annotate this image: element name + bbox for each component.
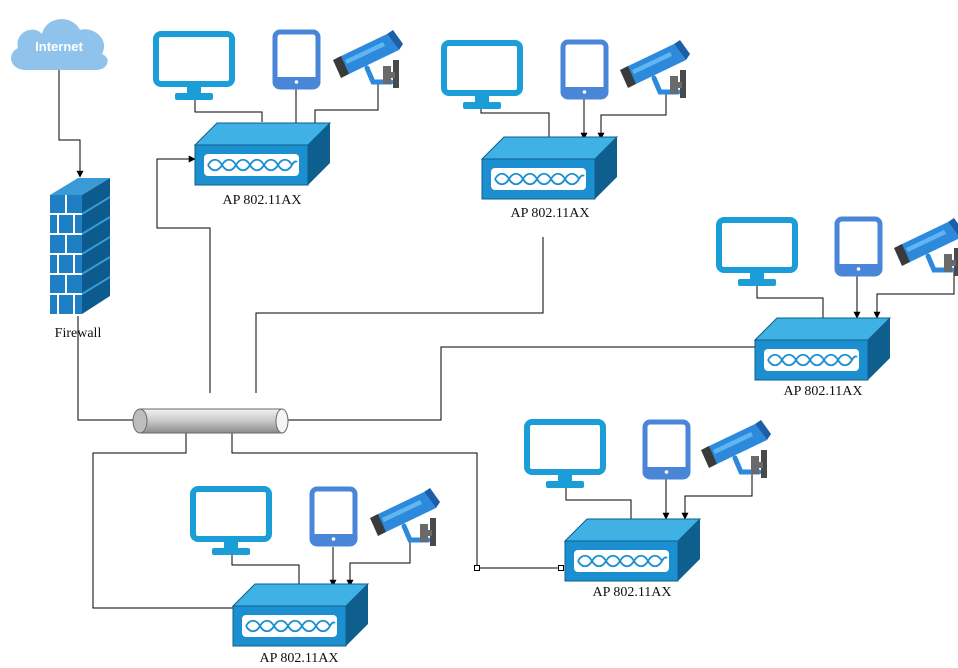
internet-label: Internet bbox=[35, 39, 83, 54]
firewall: Firewall bbox=[50, 178, 111, 341]
access-point-icon bbox=[481, 136, 618, 200]
ap-label: AP 802.11AX bbox=[510, 206, 589, 221]
monitor-icon bbox=[156, 34, 232, 100]
firewall-label: Firewall bbox=[55, 326, 102, 341]
monitor-icon bbox=[719, 220, 795, 286]
monitor-icon bbox=[444, 43, 520, 109]
security-camera-icon bbox=[370, 488, 440, 546]
access-point-1: AP 802.11AX bbox=[156, 30, 403, 208]
switch-bus-icon bbox=[132, 408, 289, 434]
tablet-icon bbox=[563, 42, 606, 97]
monitor-icon bbox=[193, 489, 269, 555]
tablet-icon bbox=[312, 489, 355, 544]
tablet-icon bbox=[275, 32, 318, 87]
connection-lines bbox=[58, 70, 955, 609]
internet-cloud: Internet bbox=[11, 19, 108, 70]
access-point-icon bbox=[194, 122, 331, 186]
access-point-3: AP 802.11AX bbox=[719, 218, 958, 399]
tablet-icon bbox=[645, 422, 688, 477]
ap-label: AP 802.11AX bbox=[222, 193, 301, 208]
tablet-icon bbox=[837, 219, 880, 274]
security-camera-icon bbox=[701, 420, 771, 478]
access-point-2: AP 802.11AX bbox=[444, 40, 690, 221]
cloud-icon bbox=[11, 19, 108, 70]
ap-label: AP 802.11AX bbox=[592, 585, 671, 600]
ap-label: AP 802.11AX bbox=[259, 651, 338, 666]
switch-bus bbox=[132, 408, 289, 434]
access-point-5: AP 802.11AX bbox=[193, 488, 440, 666]
security-camera-icon bbox=[620, 40, 690, 98]
firewall-icon bbox=[50, 178, 111, 314]
security-camera-icon bbox=[894, 218, 958, 276]
ap-label: AP 802.11AX bbox=[783, 384, 862, 399]
access-point-icon bbox=[232, 583, 369, 647]
access-point-icon bbox=[754, 317, 891, 381]
access-point-4: AP 802.11AX bbox=[527, 420, 771, 600]
security-camera-icon bbox=[333, 30, 403, 88]
monitor-icon bbox=[527, 422, 603, 488]
access-point-icon bbox=[564, 518, 701, 582]
